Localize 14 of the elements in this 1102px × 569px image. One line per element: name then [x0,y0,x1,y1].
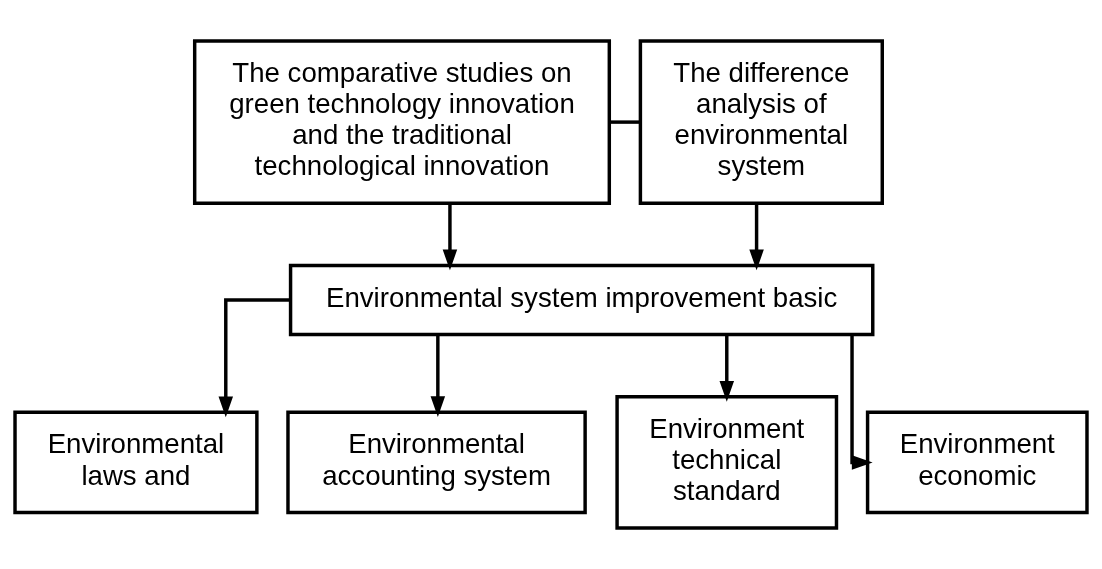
arrow [850,335,873,470]
node-box: Environmental system improvement basic [288,263,875,337]
node-box: Environment economic [865,410,1089,515]
node-box: Environmental laws and [13,410,259,515]
node-box: The difference analysis of environmental system [638,39,884,206]
arrow [430,335,446,418]
arrow [218,298,291,418]
node-box: Environment technical standard [615,395,839,530]
node-box: Environmental accounting system [286,410,587,515]
arrow [719,335,735,402]
arrow [442,203,458,271]
node-box: The comparative studies on green technology innovation and the traditional technological innovation [192,39,612,206]
arrow [749,203,764,271]
connector [609,120,641,124]
